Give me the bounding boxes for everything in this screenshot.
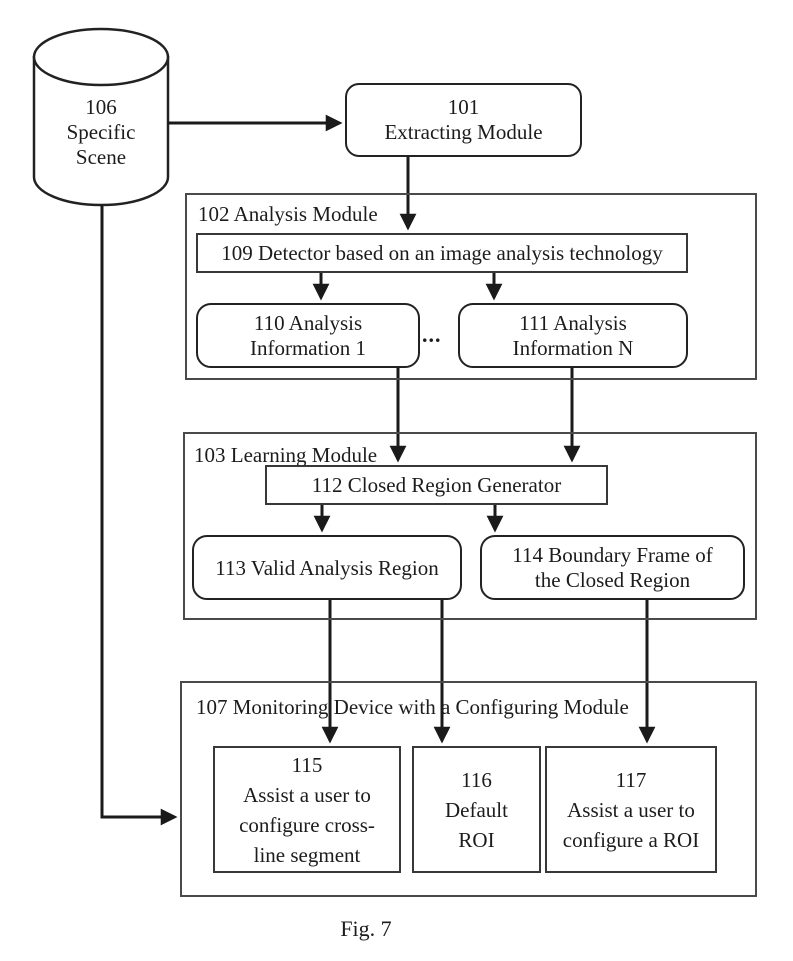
arrow-scene-to-monitoring-device: [100, 205, 178, 826]
group-learning-module-title: 103 Learning Module: [194, 443, 378, 467]
group-learning-module: 103 Learning Module: [183, 432, 757, 620]
node-assist-roi: 117 Assist a user to configure a ROI: [545, 746, 717, 873]
group-monitoring-device-title: 107 Monitoring Device with a Configuring…: [196, 695, 629, 719]
node-analysis-information-1: 110 Analysis Information 1: [196, 303, 420, 368]
node-analysis-information-n: 111 Analysis Information N: [458, 303, 688, 368]
node-extracting-module-label: 101 Extracting Module: [384, 95, 543, 144]
node-boundary-frame: 114 Boundary Frame of the Closed Region: [480, 535, 745, 600]
node-boundary-frame-label: 114 Boundary Frame of the Closed Region: [512, 542, 713, 592]
node-specific-scene: 106 Specific Scene: [34, 92, 168, 172]
node-closed-region-generator: 112 Closed Region Generator: [265, 465, 608, 505]
node-detector: 109 Detector based on an image analysis …: [196, 233, 688, 273]
scene-cylinder-top: [32, 27, 170, 87]
node-detector-label: 109 Detector based on an image analysis …: [221, 241, 663, 265]
node-assist-cross-line-label: 115 Assist a user to configure cross- li…: [239, 752, 375, 867]
node-assist-cross-line: 115 Assist a user to configure cross- li…: [213, 746, 401, 873]
group-analysis-module-title: 102 Analysis Module: [198, 202, 378, 226]
node-analysis-information-1-label: 110 Analysis Information 1: [249, 310, 367, 360]
scene-cylinder-body: [32, 55, 170, 207]
node-specific-scene-label: 106 Specific Scene: [66, 94, 136, 169]
node-extracting-module: 101 Extracting Module: [345, 83, 582, 157]
figure-caption: Fig. 7: [340, 916, 392, 941]
node-valid-analysis-region-label: 113 Valid Analysis Region: [215, 555, 439, 580]
group-monitoring-device: 107 Monitoring Device with a Configuring…: [180, 681, 757, 897]
ellipsis-between-information-nodes: ...: [422, 322, 442, 347]
node-default-roi-label: 116 Default ROI: [445, 767, 508, 852]
node-valid-analysis-region: 113 Valid Analysis Region: [192, 535, 462, 600]
group-analysis-module: 102 Analysis Module: [185, 193, 757, 380]
node-closed-region-generator-label: 112 Closed Region Generator: [311, 473, 562, 497]
node-default-roi: 116 Default ROI: [412, 746, 541, 873]
node-assist-roi-label: 117 Assist a user to configure a ROI: [562, 767, 700, 852]
node-analysis-information-n-label: 111 Analysis Information N: [512, 310, 634, 360]
